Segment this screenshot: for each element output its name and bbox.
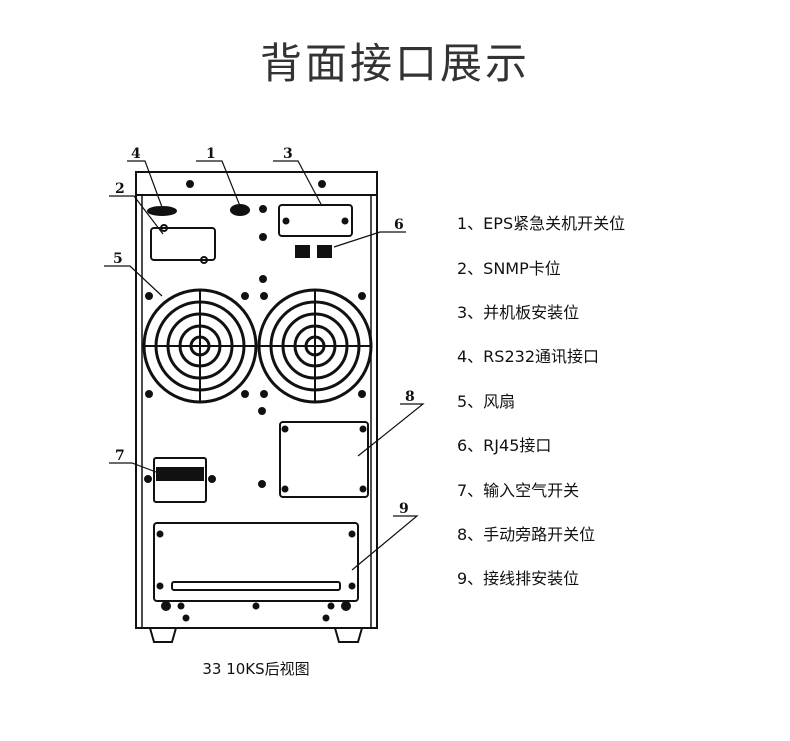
legend-item: 3、并机板安装位 (457, 303, 580, 322)
foot-right (334, 627, 363, 643)
input-breaker (153, 457, 207, 503)
callout-2: 2 (115, 181, 125, 197)
diagram-caption: 33 10KS后视图 (202, 660, 310, 678)
parallel-board-slot (278, 204, 353, 237)
legend-item: 9、接线排安装位 (457, 569, 580, 588)
callout-6: 6 (394, 217, 404, 233)
rs232-port-icon (147, 206, 177, 216)
legend-item: 5、风扇 (457, 392, 516, 411)
rj45-port-icon (317, 245, 332, 258)
callout-9: 9 (399, 501, 409, 517)
callout-1: 1 (206, 146, 216, 162)
foot-left (149, 627, 177, 643)
rj45-port-icon (295, 245, 310, 258)
callout-8: 8 (405, 389, 415, 405)
cabinet-top-band (135, 171, 378, 196)
legend-item: 2、SNMP卡位 (457, 259, 561, 278)
eps-switch-icon (230, 204, 250, 216)
callout-5: 5 (113, 251, 123, 267)
fan-right-icon (257, 288, 373, 404)
terminal-block-slot (153, 522, 359, 602)
legend-item: 6、RJ45接口 (457, 436, 552, 455)
fan-left-icon (142, 288, 258, 404)
legend-item: 1、EPS紧急关机开关位 (457, 214, 626, 233)
manual-bypass-slot (279, 421, 369, 498)
cabinet-body (135, 194, 378, 629)
callout-3: 3 (283, 146, 293, 162)
callout-7: 7 (115, 448, 125, 464)
page-title: 背面接口展示 (259, 39, 530, 88)
legend-item: 7、输入空气开关 (457, 481, 580, 500)
snmp-slot (150, 227, 216, 261)
legend-item: 4、RS232通讯接口 (457, 347, 599, 366)
legend-item: 8、手动旁路开关位 (457, 525, 596, 544)
callout-4: 4 (131, 146, 141, 162)
